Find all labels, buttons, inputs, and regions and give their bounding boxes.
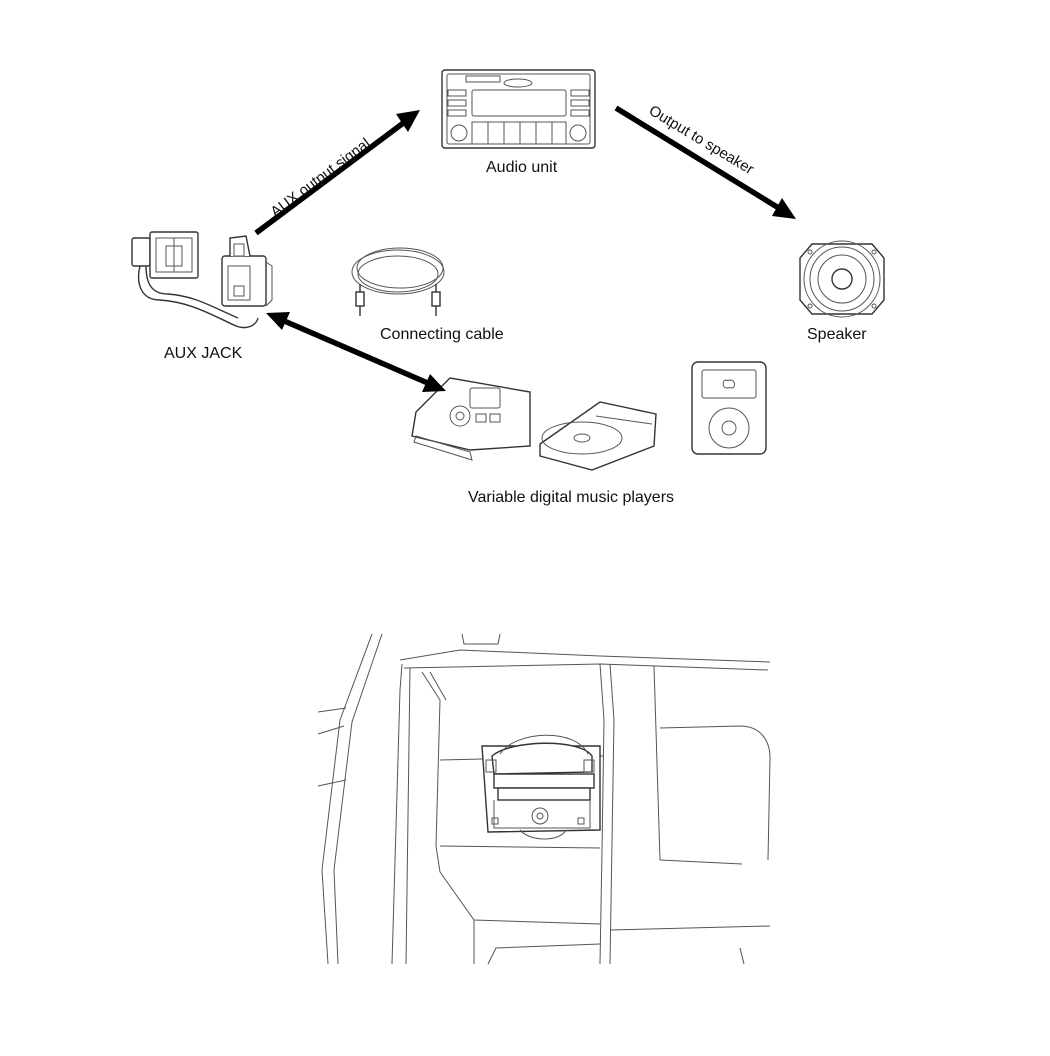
ipod-illustration [691, 361, 767, 455]
aux-jack-label: AUX JACK [164, 345, 243, 362]
speaker-illustration [799, 240, 885, 318]
aux-jack-illustration [131, 231, 273, 329]
player-to-jack-arrow [266, 312, 446, 392]
music-players-label: Variable digital music players [468, 489, 675, 506]
output-to-speaker-arrow [614, 105, 796, 219]
console-location-illustration [317, 633, 771, 965]
connecting-cable-label: Connecting cable [380, 326, 504, 343]
audio-unit-illustration [441, 69, 596, 149]
aux-output-arrow [254, 110, 420, 236]
speaker-label: Speaker [807, 326, 867, 343]
cd-player-illustration [539, 401, 657, 471]
audio-unit-label: Audio unit [486, 159, 558, 176]
connecting-cable-illustration [351, 247, 445, 316]
mp3-player-illustration [411, 377, 531, 461]
